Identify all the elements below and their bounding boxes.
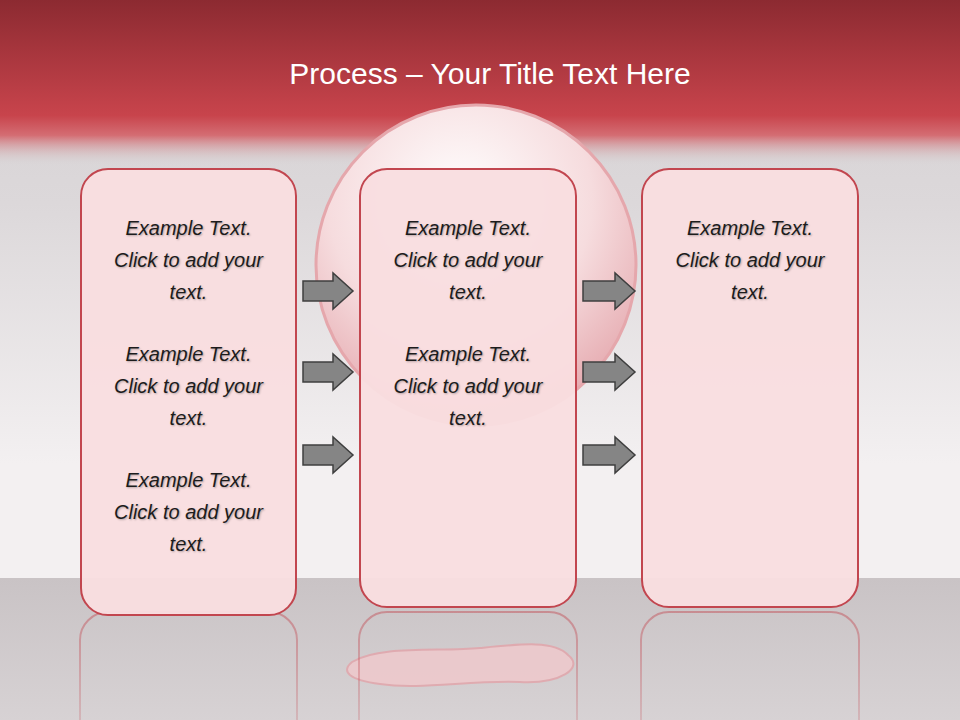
box-text: Example Text. Click to add your text. bbox=[393, 212, 543, 308]
puddle-illustration bbox=[347, 644, 573, 686]
block-arrow bbox=[303, 437, 353, 473]
process-box: Example Text. Click to add your text. bbox=[641, 168, 859, 608]
block-arrow bbox=[583, 354, 635, 390]
box-text: Example Text. Click to add your text. bbox=[114, 338, 264, 434]
block-arrow bbox=[303, 273, 353, 309]
box-text: Example Text. Click to add your text. bbox=[114, 464, 264, 560]
process-box: Example Text. Click to add your text. Exa… bbox=[359, 168, 577, 608]
process-box: Example Text. Click to add your text. Exa… bbox=[80, 168, 297, 616]
reflection bbox=[359, 612, 577, 720]
block-arrow bbox=[303, 354, 353, 390]
box-text: Example Text. Click to add your text. bbox=[114, 212, 264, 308]
block-arrow bbox=[583, 273, 635, 309]
block-arrow bbox=[583, 437, 635, 473]
slide-title: Process – Your Title Text Here bbox=[20, 52, 960, 96]
box-text: Example Text. Click to add your text. bbox=[393, 338, 543, 434]
reflection bbox=[80, 612, 297, 720]
box-text: Example Text. Click to add your text. bbox=[675, 212, 825, 308]
reflection bbox=[641, 612, 859, 720]
box-reflections bbox=[80, 612, 859, 720]
